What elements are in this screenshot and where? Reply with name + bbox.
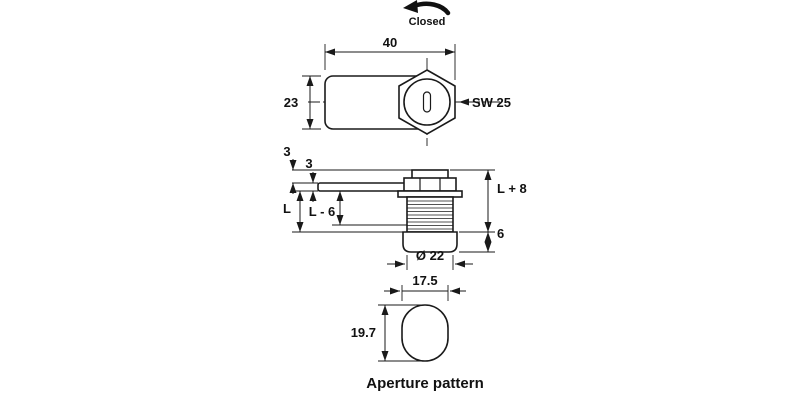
dim-length-label: 40 [383,35,397,50]
aperture-cutout-shape [401,304,449,362]
front-view: 40 23 SW 25 [284,35,511,146]
side-view: 3 3 L L - 6 L + 8 6 [283,144,527,270]
dim-aperture-width-label: 17.5 [412,273,437,288]
washer [397,190,463,198]
dim-total-length-label: L + 8 [497,181,527,196]
front-bezel [402,231,458,253]
rotate-arrowhead-icon [403,0,418,13]
nut-side [403,177,457,192]
dim-cam-offset-label: 3 [283,144,290,159]
rotation-indicator: Closed [403,0,451,28]
dim-cam-thickness-label: 3 [305,156,312,171]
dim-diameter-label: Ø 22 [416,248,444,263]
dim-bezel-label: 6 [497,226,504,241]
thread-hatching [407,200,453,230]
dim-thread-usable-label: L - 6 [309,204,336,219]
closed-label: Closed [409,16,446,28]
aperture-view: 17.5 19.7 Aperture pattern [351,273,484,392]
dim-wrench-label: SW 25 [472,95,511,110]
threaded-housing [406,196,454,233]
rotate-arrow-icon [411,1,451,16]
dim-height-label: 23 [284,95,298,110]
dim-aperture-height-label: 19.7 [351,325,376,340]
dim-grip-label: L [283,201,291,216]
aperture-caption: Aperture pattern [366,375,484,392]
keyway-slot [422,91,432,113]
cylinder-face [403,78,451,126]
